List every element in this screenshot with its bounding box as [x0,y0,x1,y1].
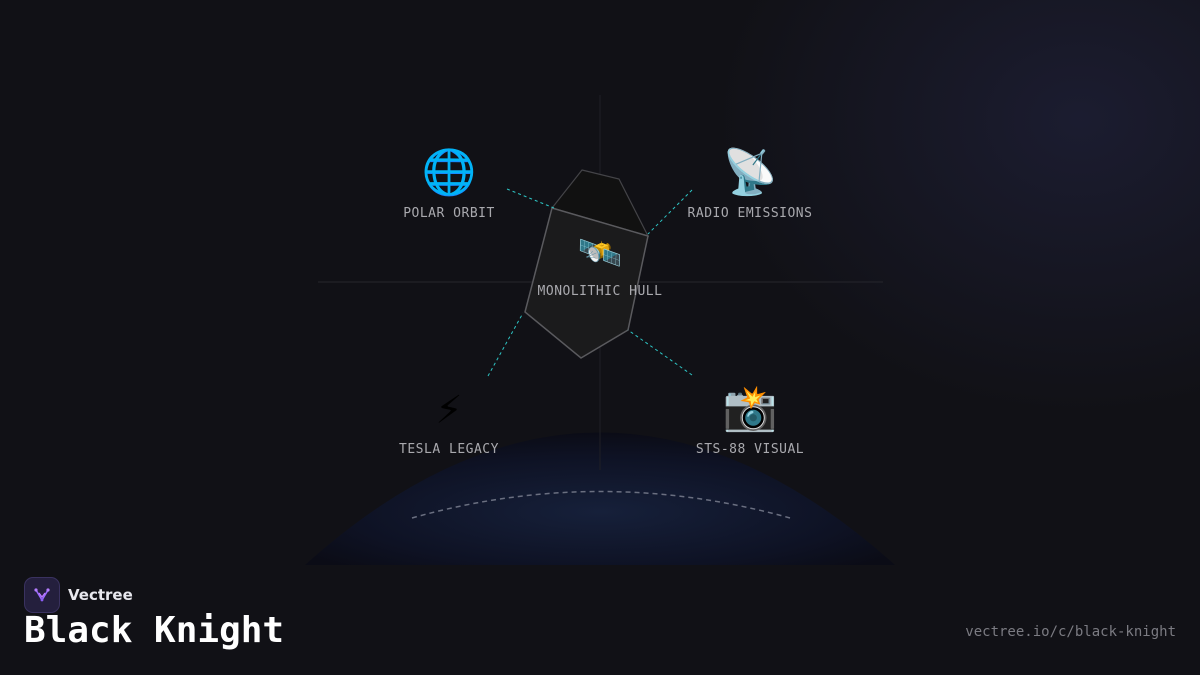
page-title: Black Knight [24,610,285,651]
connector-radio [647,189,693,235]
node-polar-orbit: 🌐 POLAR ORBIT [349,147,549,222]
satellite-icon: 🛰️ [577,233,623,274]
connector-sts [627,329,693,376]
lightning-icon: ⚡ [435,383,463,434]
node-polar-orbit-label: POLAR ORBIT [403,206,495,221]
connector-polar [506,188,555,209]
node-radio-emissions: 📡 RADIO EMISSIONS [650,147,850,222]
center-node: 🛰️ MONOLITHIC HULL [500,232,700,299]
node-sts-88-visual: 📸 STS-88 VISUAL [650,383,850,458]
globe-icon: 🌐 [421,147,477,198]
node-sts-88-visual-label: STS-88 VISUAL [695,442,805,457]
connector-tesla [487,312,524,377]
orbit-path [411,490,791,519]
node-radio-emissions-label: RADIO EMISSIONS [687,206,813,221]
center-node-label: MONOLITHIC HULL [537,284,663,299]
page-url-link[interactable]: vectree.io/c/black-knight [965,624,1176,640]
hull-front-face [524,207,649,359]
planet-horizon [305,432,895,565]
brand-name: Vectree [68,586,133,604]
vectree-logo-icon [24,577,60,613]
node-tesla-legacy: ⚡ TESLA LEGACY [349,383,549,458]
satellite-dish-icon: 📡 [722,147,778,198]
node-tesla-legacy-label: TESLA LEGACY [399,442,499,457]
camera-flash-icon: 📸 [722,383,778,434]
brand[interactable]: Vectree [24,577,133,613]
